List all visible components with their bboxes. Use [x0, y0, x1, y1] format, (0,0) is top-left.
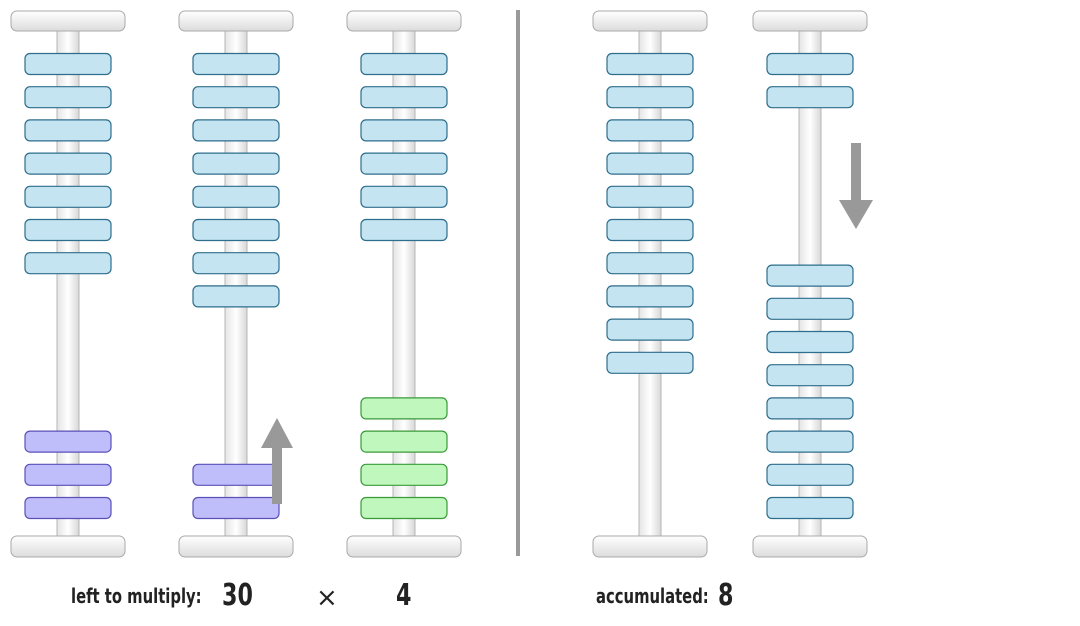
bead: [24, 119, 112, 142]
bead: [192, 152, 280, 175]
abacus-rod: [178, 10, 294, 558]
bead: [24, 218, 112, 242]
arrow-up-icon: [261, 418, 293, 504]
rod-top-cap: [592, 10, 708, 32]
bead: [192, 86, 280, 109]
arrow-down-icon: [839, 143, 873, 229]
bead: [606, 152, 694, 175]
bead: [360, 430, 448, 453]
bead: [24, 185, 112, 208]
abacus-rod: [752, 10, 868, 558]
bead: [360, 185, 448, 208]
rod-bottom-cap: [10, 535, 126, 558]
bead: [24, 430, 112, 453]
bead: [360, 119, 448, 142]
bead: [360, 463, 448, 486]
bead: [606, 52, 694, 76]
bead: [606, 218, 694, 242]
multiply-sign: ×: [316, 583, 338, 613]
bead: [192, 52, 280, 76]
rod-bottom-cap: [752, 535, 868, 558]
rod-bottom-cap: [178, 535, 294, 558]
bead: [766, 52, 854, 76]
bead: [24, 86, 112, 109]
bead: [192, 252, 280, 275]
bead: [766, 463, 854, 486]
bead: [606, 119, 694, 142]
bead: [766, 297, 854, 320]
bead: [24, 496, 112, 520]
multiplier-value: 4: [396, 578, 412, 613]
bead: [606, 318, 694, 341]
bead: [360, 218, 448, 242]
bead: [606, 252, 694, 275]
accumulated-value: 8: [718, 578, 734, 613]
bead: [606, 185, 694, 208]
rod-bottom-cap: [592, 535, 708, 558]
bead: [192, 463, 280, 486]
bead: [192, 218, 280, 242]
bead: [360, 52, 448, 76]
bead: [766, 430, 854, 453]
bead: [606, 285, 694, 308]
bead: [24, 252, 112, 275]
bead: [766, 86, 854, 109]
bead: [360, 86, 448, 109]
bead: [24, 52, 112, 76]
bead: [360, 496, 448, 520]
bead: [192, 119, 280, 142]
bead: [192, 185, 280, 208]
bead: [360, 152, 448, 175]
bead: [24, 463, 112, 486]
abacus-rod: [346, 10, 462, 558]
left-to-multiply-value: 30: [222, 578, 253, 613]
bead: [766, 330, 854, 354]
abacus-rod: [592, 10, 708, 558]
bead: [360, 397, 448, 420]
bead: [24, 152, 112, 175]
abacus-rod: [10, 10, 126, 558]
rod-top-cap: [346, 10, 462, 32]
bead: [192, 496, 280, 520]
bead: [766, 264, 854, 287]
bead: [192, 285, 280, 308]
rod-top-cap: [752, 10, 868, 32]
bead: [766, 364, 854, 387]
accumulated-label: accumulated:: [596, 584, 709, 608]
bead: [606, 351, 694, 374]
rod-top-cap: [178, 10, 294, 32]
left-to-multiply-label: left to multiply:: [71, 584, 202, 608]
rod-bottom-cap: [346, 535, 462, 558]
bead: [606, 86, 694, 109]
bead: [766, 496, 854, 520]
bead: [766, 397, 854, 420]
rod-top-cap: [10, 10, 126, 32]
